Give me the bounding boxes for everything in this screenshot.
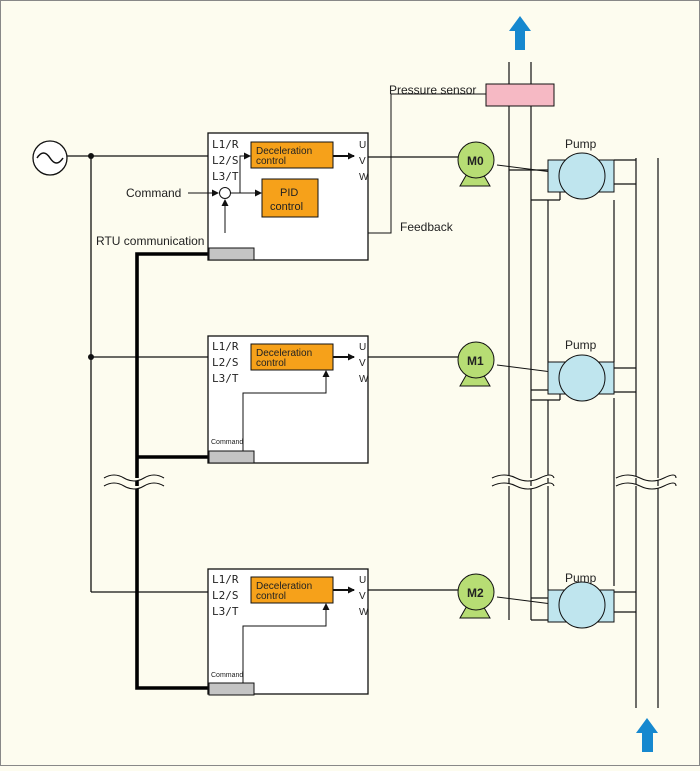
summing-junction-icon [219, 187, 231, 199]
terminal-l3: L3/T [212, 372, 239, 385]
terminal-w: W [359, 172, 369, 183]
command-label: Command [126, 186, 181, 200]
flow-arrow-up-top-icon [509, 16, 531, 50]
pump-label: Pump [565, 137, 597, 151]
motor-label: M1 [467, 354, 484, 368]
sine-wave-icon [36, 152, 64, 164]
deceleration-label: Deceleration [256, 348, 312, 359]
break-symbol-bus [103, 474, 165, 490]
pid-block [261, 178, 319, 218]
terminal-l2: L2/S [212, 589, 239, 602]
terminal-w: W [359, 374, 369, 385]
terminal-l2: L2/S [212, 154, 239, 167]
motor-label: M2 [467, 586, 484, 600]
terminal-l1: L1/R [212, 138, 239, 151]
deceleration-label: Deceleration [256, 146, 312, 157]
terminal-u: U [359, 342, 366, 353]
pump-label: Pump [565, 571, 597, 585]
pressure-sensor [485, 83, 555, 107]
terminal-v: V [359, 358, 366, 369]
deceleration-label-2: control [256, 358, 286, 369]
terminal-u: U [359, 575, 366, 586]
deceleration-label-2: control [256, 156, 286, 167]
terminal-l3: L3/T [212, 605, 239, 618]
terminal-l1: L1/R [212, 573, 239, 586]
rtu-bus [135, 252, 208, 690]
motor-0-icon: M0 [457, 141, 495, 187]
terminal-l2: L2/S [212, 356, 239, 369]
comm-port [208, 247, 255, 261]
comm-port [208, 682, 255, 696]
deceleration-block [250, 343, 334, 371]
terminal-l3: L3/T [212, 170, 239, 183]
pid-label: PID [280, 187, 298, 199]
pipes [508, 62, 659, 708]
inverter-2: L1/R L2/S L3/T U V W Deceleration contro… [207, 568, 369, 696]
terminal-u: U [359, 140, 366, 151]
terminal-w: W [359, 607, 369, 618]
pressure-sensor-label: Pressure sensor [389, 83, 476, 97]
break-symbol-pipe-left [491, 474, 555, 490]
pump-1-icon: Pump [547, 338, 615, 402]
pump-2-icon: Pump [547, 571, 615, 629]
feedback-label: Feedback [400, 220, 454, 234]
terminal-v: V [359, 591, 366, 602]
command-tag: Command [211, 439, 243, 446]
break-symbol-pipe-right [615, 474, 677, 490]
pump-0-icon: Pump [547, 137, 615, 200]
pump-label: Pump [565, 338, 597, 352]
motor-label: M0 [467, 154, 484, 168]
command-tag: Command [211, 672, 243, 679]
pid-label-2: control [270, 201, 303, 213]
inverter-0: L1/R L2/S L3/T U V W Deceleration contro… [207, 132, 369, 261]
terminal-v: V [359, 156, 366, 167]
comm-port [208, 450, 255, 464]
deceleration-block [250, 576, 334, 604]
deceleration-label: Deceleration [256, 581, 312, 592]
flow-arrow-up-bottom-icon [636, 718, 658, 752]
motor-2-icon: M2 [457, 573, 495, 619]
deceleration-label-2: control [256, 591, 286, 602]
terminal-l1: L1/R [212, 340, 239, 353]
rtu-label: RTU communication [96, 234, 204, 248]
inverter-1: L1/R L2/S L3/T U V W Deceleration contro… [207, 335, 369, 464]
motor-1-icon: M1 [457, 341, 495, 387]
